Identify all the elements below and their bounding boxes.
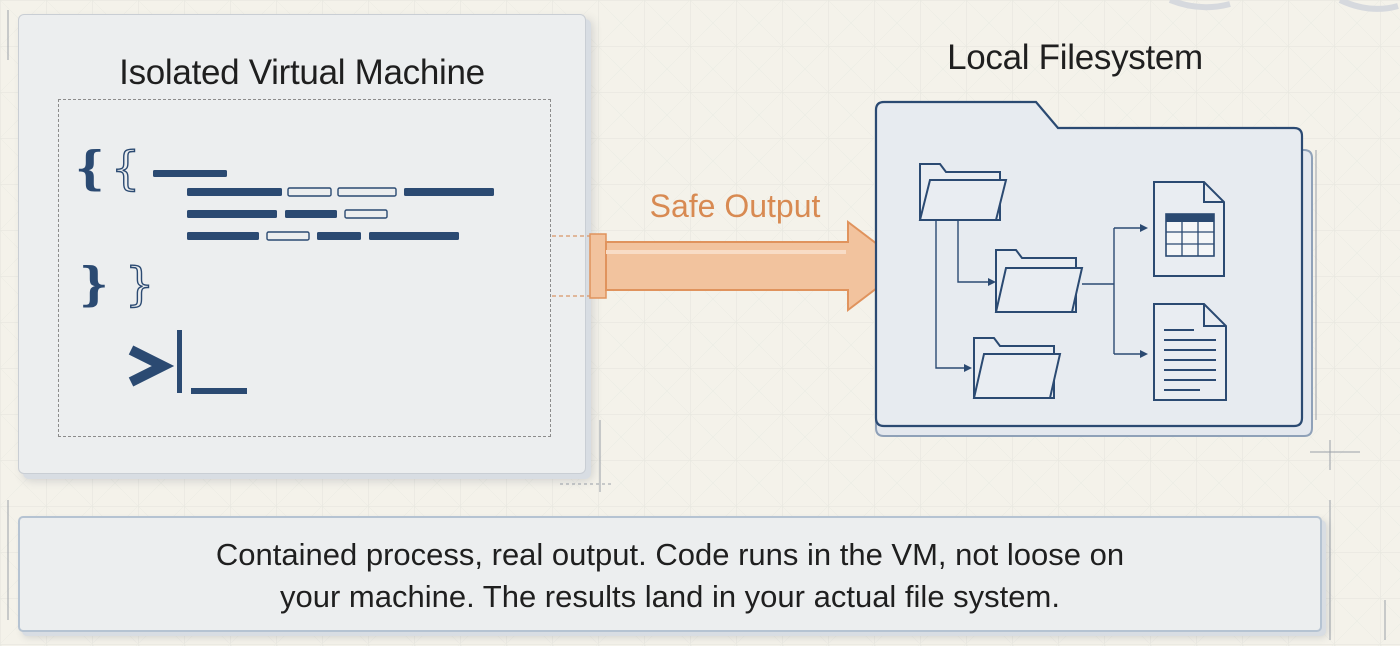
close-brace-outline: }	[125, 257, 154, 311]
code-token	[337, 187, 397, 197]
tree-connectors	[935, 220, 1140, 369]
code-bar	[317, 232, 361, 240]
close-brace-bold: }	[79, 257, 109, 311]
spreadsheet-file-icon	[1153, 181, 1225, 277]
filesystem-folder	[874, 100, 1313, 437]
safe-output-arrow	[589, 219, 908, 313]
code-lines	[153, 170, 494, 241]
caption-line-1: Contained process, real output. Code run…	[215, 537, 1125, 572]
code-bar	[187, 188, 282, 196]
code-bar	[369, 232, 459, 240]
caption-line-2: your machine. The results land in your a…	[280, 579, 1060, 614]
caption-box: Contained process, real output. Code run…	[18, 516, 1322, 632]
tree-arrowheads	[964, 224, 1148, 372]
document-file-icon	[1153, 303, 1227, 401]
code-token	[266, 231, 310, 241]
vm-title: Isolated Virtual Machine	[119, 53, 485, 92]
open-brace-outline: {	[111, 141, 140, 195]
code-bar	[187, 210, 277, 218]
caption-text: Contained process, real output. Code run…	[20, 534, 1320, 618]
folder-icon	[918, 163, 1008, 221]
folder-icon	[994, 249, 1084, 313]
code-bar	[153, 170, 227, 177]
code-token	[287, 187, 332, 197]
vm-code-area: { { } }	[58, 99, 551, 437]
code-bar	[187, 232, 259, 240]
vm-panel: Isolated Virtual Machine { { } }	[18, 14, 586, 474]
code-bar	[285, 210, 337, 218]
arrow-label: Safe Output	[649, 188, 821, 224]
open-brace-bold: {	[75, 141, 105, 195]
code-token	[344, 209, 388, 219]
registration-marks	[7, 10, 1386, 640]
terminal-prompt-icon	[128, 330, 247, 394]
filesystem-title: Local Filesystem	[947, 38, 1203, 77]
code-bar	[404, 188, 494, 196]
code-illustration: { { } }	[75, 140, 494, 394]
folder-icon	[972, 337, 1062, 399]
